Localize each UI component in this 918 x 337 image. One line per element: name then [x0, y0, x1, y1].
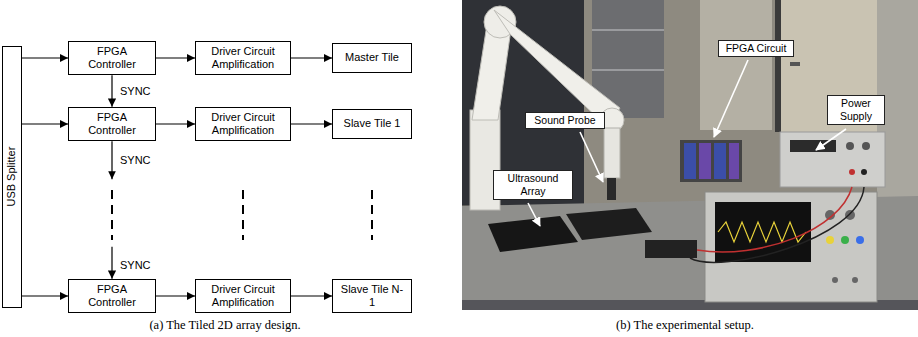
fpga-board — [729, 143, 739, 179]
callout-box: FPGA Circuit — [718, 40, 794, 57]
connector-arrow — [291, 295, 332, 296]
connector-arrow — [156, 123, 195, 124]
node-text: FPGA Controller — [74, 111, 150, 137]
door-handle — [790, 62, 800, 66]
continuation-dashes — [111, 190, 113, 240]
scope-knob — [841, 236, 849, 244]
robot-wrist — [604, 128, 620, 178]
lab-wall — [584, 0, 918, 205]
node-text: Driver Circuit Amplification — [201, 45, 285, 71]
signal-name: SYNC — [120, 85, 151, 97]
connector-arrow — [111, 141, 112, 279]
controller-box: FPGA Controller — [68, 41, 156, 75]
node-text: Slave Tile N-1 — [340, 283, 404, 309]
scope-port — [832, 277, 838, 283]
psu-knob — [846, 142, 854, 150]
fpga-board — [684, 143, 696, 179]
callout-box: Ultrasound Array — [493, 170, 573, 200]
leader-arrow — [714, 60, 748, 137]
rack-bar — [592, 29, 664, 31]
splitter-box: USB Splitter — [2, 46, 22, 308]
connector-arrow — [156, 295, 195, 296]
subfigure-caption: (a) The Tiled 2D array design. — [149, 318, 300, 333]
node-text: Driver Circuit Amplification — [201, 111, 285, 137]
power-supply — [780, 132, 885, 187]
connector-arrow — [156, 57, 195, 58]
driver-box: Driver Circuit Amplification — [195, 279, 291, 313]
ultrasound-tile — [488, 216, 578, 252]
node-text: Sound Probe — [534, 114, 595, 127]
photo-background — [462, 0, 918, 310]
controller-box: FPGA Controller — [68, 279, 156, 313]
connector-arrow — [22, 123, 68, 124]
node-text: Power Supply — [835, 97, 877, 122]
driver-box: Driver Circuit Amplification — [195, 107, 291, 141]
connector-arrow — [111, 75, 112, 107]
robot-link — [494, 10, 620, 128]
node-text: FPGA Circuit — [726, 42, 787, 55]
driver-box: Driver Circuit Amplification — [195, 41, 291, 75]
scope-knob — [826, 236, 834, 244]
scope-screen — [715, 202, 811, 262]
arrow-head — [108, 171, 116, 179]
scope-knob — [856, 236, 864, 244]
tile-box: Slave Tile 1 — [332, 109, 412, 139]
controller-box: FPGA Controller — [68, 107, 156, 141]
scope-knob — [845, 210, 855, 220]
connector-arrow — [22, 295, 68, 296]
fpga-board — [714, 143, 726, 179]
node-text: Master Tile — [345, 51, 399, 64]
node-text: Driver Circuit Amplification — [201, 283, 285, 309]
node-text: FPGA Controller — [74, 45, 150, 71]
fpga-rack — [680, 140, 742, 182]
door-frame — [775, 0, 781, 132]
rack-bar — [592, 69, 664, 71]
tile-box: Master Tile — [332, 43, 412, 73]
node-text: Ultrasound Array — [502, 172, 564, 197]
cable — [690, 187, 864, 262]
cable — [697, 187, 852, 252]
subfigure-caption: (b) The experimental setup. — [616, 318, 754, 333]
connector-arrow — [22, 57, 68, 58]
fpga-board — [699, 143, 711, 179]
connector-arrow — [291, 57, 332, 58]
psu-terminal — [861, 169, 867, 175]
node-text: USB Splitter — [5, 147, 18, 207]
wall-panel — [700, 0, 772, 130]
signal-name: SYNC — [120, 259, 151, 271]
driver-board — [645, 240, 697, 258]
continuation-dashes — [242, 190, 244, 240]
scope-port — [852, 277, 858, 283]
signal-name: SYNC — [120, 154, 151, 166]
leader-arrow — [580, 132, 603, 182]
callout-box: Sound Probe — [525, 112, 605, 129]
leader-arrow — [816, 129, 846, 150]
node-text: FPGA Controller — [74, 283, 150, 309]
connector-arrow — [291, 123, 332, 124]
psu-knob — [862, 142, 870, 150]
tile-box: Slave Tile N-1 — [332, 279, 412, 313]
sound-probe — [607, 178, 616, 200]
continuation-dashes — [371, 190, 373, 240]
leader-arrow — [528, 203, 540, 226]
psu-terminal — [849, 169, 855, 175]
node-text: Slave Tile 1 — [344, 117, 401, 130]
ultrasound-tile — [566, 208, 652, 240]
callout-box: Power Supply — [827, 95, 885, 125]
